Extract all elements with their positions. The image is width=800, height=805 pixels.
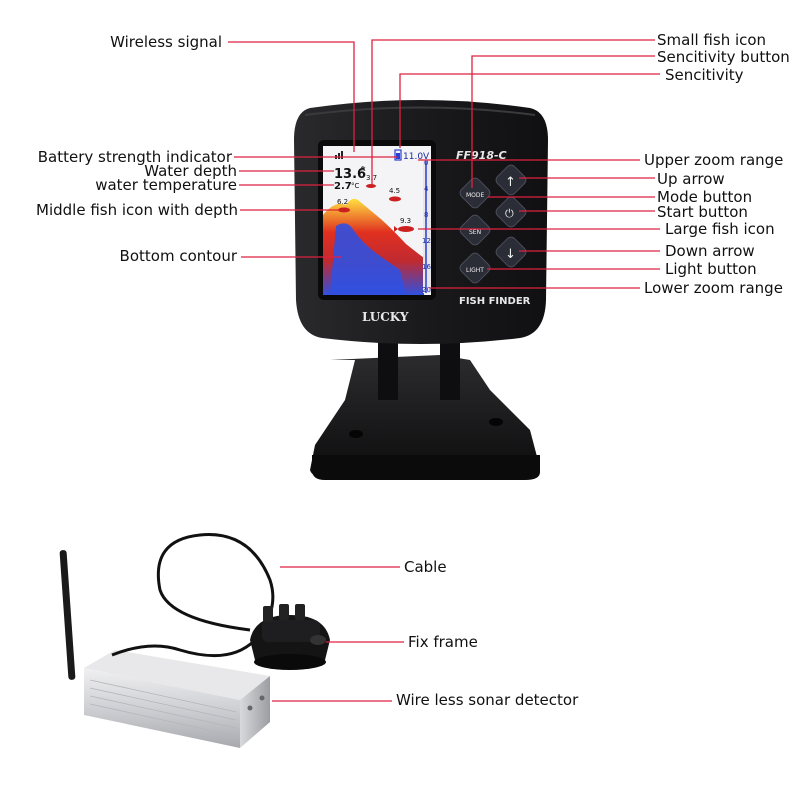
label-small-fish-icon: Small fish icon bbox=[657, 31, 767, 49]
label-water-depth: Water depth bbox=[144, 162, 237, 180]
label-sensitivity: Sencitivity bbox=[665, 66, 744, 84]
brand-label: LUCKY bbox=[362, 310, 409, 324]
start-button[interactable]: ⏻ bbox=[494, 195, 528, 229]
device-screen bbox=[318, 140, 436, 300]
up-arrow-icon: ↑ bbox=[505, 175, 516, 190]
screen-depth-value: 13.6 bbox=[334, 167, 366, 182]
label-lower-zoom-range: Lower zoom range bbox=[644, 279, 783, 297]
scale-tick: 0 bbox=[424, 159, 428, 167]
screen-depth-unit: ft bbox=[361, 166, 366, 173]
label-wireless-sonar-detector: Wire less sonar detector bbox=[396, 691, 579, 709]
label-upper-zoom-range: Upper zoom range bbox=[644, 151, 784, 169]
label-middle-fish-icon: Middle fish icon with depth bbox=[36, 201, 238, 219]
scale-tick: 16 bbox=[422, 263, 431, 271]
model-label: FF918-C bbox=[456, 149, 507, 162]
screen-temp-value: 2.7 bbox=[334, 181, 352, 192]
upper-fish-icon bbox=[389, 196, 401, 202]
label-down-arrow: Down arrow bbox=[665, 242, 755, 260]
transducer-fix-frame bbox=[250, 604, 330, 670]
down-arrow-button[interactable]: ↓ bbox=[494, 235, 528, 269]
screen-voltage: 11.0V bbox=[403, 152, 430, 162]
screen-fish-middle-depth: 6.2 bbox=[337, 198, 348, 206]
label-wireless-signal: Wireless signal bbox=[110, 33, 222, 51]
device-stand bbox=[310, 340, 540, 480]
label-up-arrow: Up arrow bbox=[657, 170, 725, 188]
up-arrow-button[interactable]: ↑ bbox=[494, 163, 528, 197]
sen-button-label: SEN bbox=[469, 229, 481, 236]
scale-tick: 8 bbox=[424, 211, 428, 219]
scale-tick: 12 bbox=[422, 237, 431, 245]
label-sensitivity-button: Sencitivity button bbox=[657, 48, 790, 66]
fish-finder-label: FISH FINDER bbox=[459, 296, 531, 307]
label-light-button: Light button bbox=[665, 260, 757, 278]
cable-wire bbox=[111, 533, 275, 658]
label-water-temperature: water temperature bbox=[95, 176, 237, 194]
antenna bbox=[59, 550, 76, 680]
sonar-detector-box bbox=[59, 550, 270, 748]
mode-button[interactable]: MODE bbox=[458, 176, 492, 210]
screen-fish-upper-depth: 4.5 bbox=[389, 187, 400, 195]
light-button-label: LIGHT bbox=[466, 267, 484, 274]
battery-icon bbox=[394, 149, 402, 161]
light-button[interactable]: LIGHT bbox=[458, 251, 492, 285]
label-cable: Cable bbox=[404, 558, 447, 576]
scale-tick: 20 bbox=[422, 286, 431, 294]
power-icon: ⏻ bbox=[505, 207, 514, 220]
label-large-fish-icon: Large fish icon bbox=[665, 220, 775, 238]
label-start-button: Start button bbox=[657, 203, 748, 221]
label-fix-frame: Fix frame bbox=[408, 633, 478, 651]
label-bottom-contour: Bottom contour bbox=[119, 247, 237, 265]
large-fish-icon bbox=[394, 226, 414, 232]
down-arrow-icon: ↓ bbox=[505, 247, 516, 262]
scale-tick: 4 bbox=[424, 185, 429, 193]
label-mode-button: Mode button bbox=[657, 188, 753, 206]
label-battery-indicator: Battery strength indicator bbox=[37, 148, 232, 166]
leader-lines bbox=[228, 39, 660, 702]
small-fish-icon bbox=[366, 184, 376, 188]
screen-fish-large-depth: 9.3 bbox=[400, 217, 411, 225]
screen-temp-unit: °C bbox=[351, 182, 360, 190]
mode-button-label: MODE bbox=[466, 192, 485, 199]
zoom-scale-ticks: 0 4 8 12 16 20 bbox=[422, 159, 431, 294]
sen-button[interactable]: SEN bbox=[458, 213, 492, 247]
middle-fish-icon bbox=[338, 207, 350, 213]
